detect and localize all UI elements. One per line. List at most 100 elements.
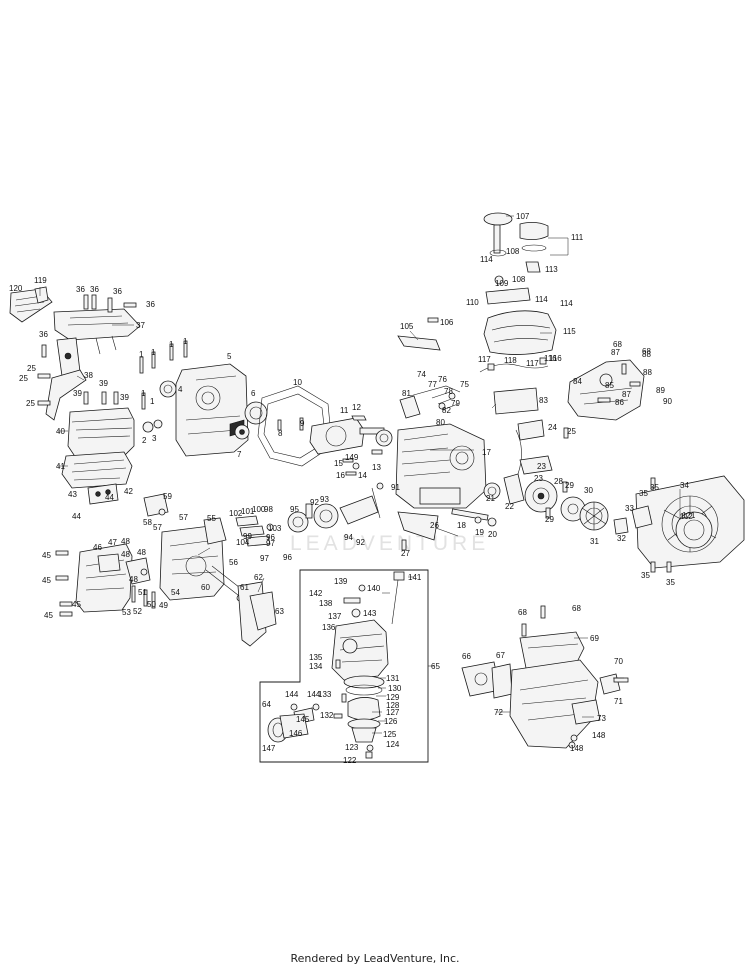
callout: 133 (318, 690, 332, 699)
callout: 70 (614, 657, 623, 666)
callout: 100 (252, 505, 266, 514)
callout: 38 (84, 371, 93, 380)
callout: 14 (358, 471, 367, 480)
callout: 42 (124, 487, 133, 496)
callout: 48 (137, 548, 146, 557)
callout: 141 (408, 573, 422, 582)
callout: 85 (605, 381, 614, 390)
callout: 2 (142, 436, 147, 445)
callout: 88 (642, 350, 651, 359)
callout: 33 (625, 504, 634, 513)
callout: 60 (201, 583, 210, 592)
callout: 94 (344, 533, 353, 542)
callout: 144 (285, 690, 299, 699)
callout: 139 (334, 577, 348, 586)
callout: 22 (505, 502, 514, 511)
callout: 25 (26, 399, 35, 408)
callout: 68 (642, 347, 651, 356)
callout: 114 (480, 255, 493, 264)
callout: 43 (68, 490, 77, 499)
callout: 148 (592, 731, 606, 740)
callout: 36 (39, 330, 48, 339)
callout: 13 (372, 463, 381, 472)
callout: 36 (146, 300, 155, 309)
callout: 104 (236, 538, 250, 547)
callout: 126 (384, 717, 398, 726)
callout: 113 (545, 265, 558, 274)
callout: 67 (496, 651, 505, 660)
callout: 149 (345, 453, 359, 462)
callout: 74 (417, 370, 426, 379)
callout: 125 (383, 730, 397, 739)
leader-lines (39, 215, 684, 734)
callout: 1 (141, 389, 146, 398)
callout: 72 (494, 708, 503, 717)
callout: 146 (289, 729, 303, 738)
callout: 47 (108, 538, 117, 547)
callout: 101 (241, 507, 255, 516)
callout: 35 (666, 578, 675, 587)
callout: 130 (388, 684, 402, 693)
callout: 117 (478, 355, 491, 364)
callout: 1 (139, 350, 144, 359)
callout: 48 (121, 537, 130, 546)
callout: 36 (76, 285, 85, 294)
callout: 142 (309, 589, 323, 598)
callout: 79 (451, 399, 460, 408)
callout: 39 (120, 393, 129, 402)
callout: 24 (548, 423, 557, 432)
callout: 97 (260, 554, 269, 563)
callout: 140 (367, 584, 381, 593)
callout: 118 (504, 356, 517, 365)
callout: 96 (266, 533, 275, 542)
callout: 137 (328, 612, 342, 621)
callout: 102 (229, 509, 243, 518)
callout: 10 (293, 378, 302, 387)
callout: 54 (171, 588, 180, 597)
callout: 108 (506, 247, 520, 256)
callout: 98 (264, 505, 273, 514)
callout: 103 (268, 524, 282, 533)
callout: 91 (391, 483, 400, 492)
callout: 92 (310, 498, 319, 507)
callout: 35 (639, 489, 648, 498)
callout: 77 (428, 380, 437, 389)
callout: 45 (42, 551, 51, 560)
callout: 115 (563, 327, 576, 336)
callout: 25 (567, 427, 576, 436)
callout: 9 (300, 419, 305, 428)
callout: 129 (386, 693, 400, 702)
callout: 78 (444, 387, 453, 396)
callout: 68 (518, 608, 527, 617)
callout: 75 (460, 380, 469, 389)
callout: 65 (431, 662, 440, 671)
callout: 69 (590, 634, 599, 643)
callout: 53 (122, 608, 131, 617)
callout: 3 (152, 434, 157, 443)
callout: 40 (56, 427, 65, 436)
callout: 59 (163, 492, 172, 501)
callout: 132 (320, 711, 334, 720)
callout: 1 (183, 337, 188, 346)
callout: 36 (90, 285, 99, 294)
callout: 11 (340, 406, 349, 415)
callout: 147 (262, 744, 276, 753)
callout: 37 (136, 321, 145, 330)
callout: 41 (56, 462, 65, 471)
callout: 107 (516, 212, 530, 221)
callout: 68 (572, 604, 581, 613)
callout: 45 (44, 611, 53, 620)
callout: 134 (309, 662, 323, 671)
callout: 23 (537, 462, 546, 471)
callout: 23 (534, 474, 543, 483)
callout: 81 (402, 389, 411, 398)
callout: 89 (656, 386, 665, 395)
callout: 88 (643, 368, 652, 377)
callout: 148 (570, 744, 584, 753)
callout: 95 (290, 505, 299, 514)
callout: 112 (680, 512, 693, 521)
callout: 82 (442, 406, 451, 415)
callout: 17 (482, 448, 491, 457)
callout: 50 (147, 600, 156, 609)
